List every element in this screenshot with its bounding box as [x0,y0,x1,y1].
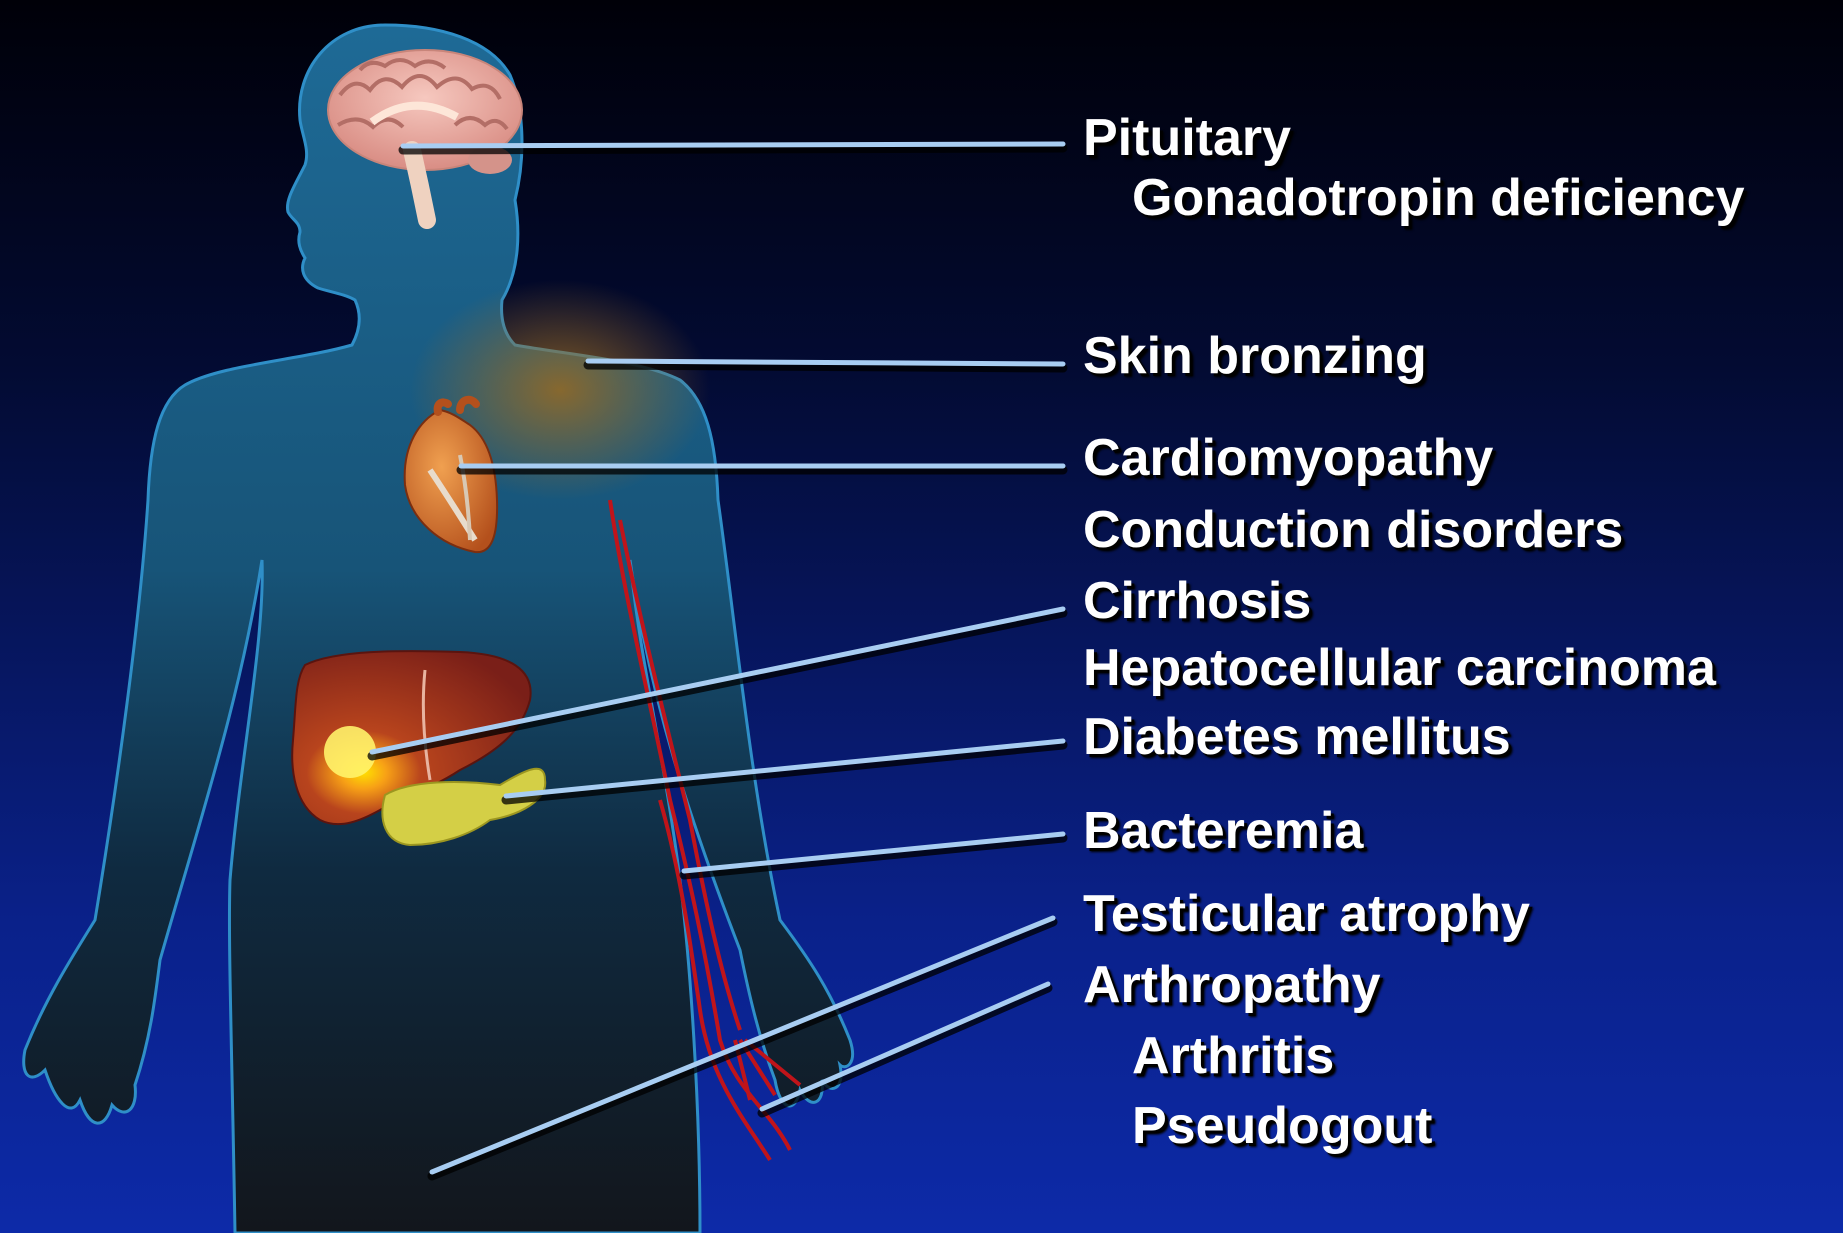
label-arthritis: Arthritis [1132,1026,1334,1086]
label-cirrhosis: Cirrhosis [1083,571,1311,631]
label-hepatocellular-carcinoma: Hepatocellular carcinoma [1083,638,1716,698]
label-pseudogout: Pseudogout [1132,1096,1432,1156]
label-pituitary: Pituitary [1083,108,1291,168]
label-arthropathy: Arthropathy [1083,955,1381,1015]
label-bacteremia: Bacteremia [1083,801,1363,861]
label-diabetes-mellitus: Diabetes mellitus [1083,707,1511,767]
label-cardiomyopathy: Cardiomyopathy [1083,428,1493,488]
label-skin-bronzing: Skin bronzing [1083,326,1427,386]
label-gonadotropin-deficiency: Gonadotropin deficiency [1132,168,1745,228]
label-testicular-atrophy: Testicular atrophy [1083,884,1530,944]
label-conduction-disorders: Conduction disorders [1083,500,1623,560]
